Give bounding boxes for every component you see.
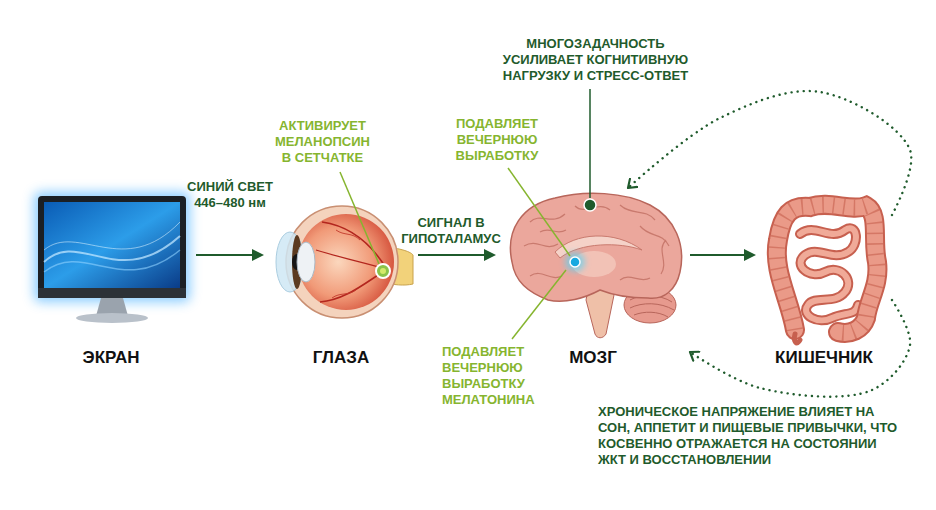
appendix (794, 334, 800, 343)
colon-haustra (777, 205, 878, 333)
callout-text: ПОДАВЛЯЕТ ВЕЧЕРНЮЮ ВЫРАБОТКУ (447, 116, 547, 164)
blood-vessel (316, 250, 386, 269)
node-label: КИШЕЧНИК (775, 348, 873, 368)
screen-wave (44, 236, 180, 262)
node-label: ЭКРАН (83, 348, 140, 368)
melanopsin-marker (376, 264, 390, 278)
brain-figure (510, 193, 681, 337)
monitor-base (76, 313, 148, 323)
cerebrum (510, 193, 681, 301)
eye-figure (276, 206, 413, 318)
feedback-arrow (690, 300, 910, 397)
leader-line (340, 172, 379, 264)
retina (298, 214, 394, 310)
monitor-frame (38, 196, 186, 298)
callout-text: ПОДАВЛЯЕТ ВЕЧЕРНЮЮ ВЫРАБОТКУ МЕЛАТОНИНА (442, 344, 542, 408)
flow-arrow (196, 254, 254, 256)
connector-group (196, 91, 911, 397)
edge-label: СИГНАЛ В ГИПОТАЛАМУС (395, 215, 507, 247)
lens (297, 242, 315, 282)
screen-wave (44, 222, 180, 250)
figure-node: МОЗГ (500, 192, 686, 370)
flow-arrow (418, 254, 486, 256)
small-intestine-fill (800, 228, 858, 320)
melanopsin-marker-core (380, 268, 386, 274)
callout-text: ХРОНИЧЕСКОЕ НАПРЯЖЕНИЕ ВЛИЯЕТ НА СОН, АП… (598, 404, 898, 468)
screen-wave (44, 250, 180, 272)
hypothalamus-marker (570, 257, 580, 267)
leader-line (512, 270, 566, 339)
feedback-arrow (628, 91, 911, 215)
leader-line (589, 89, 591, 198)
screen-glow (34, 192, 190, 302)
figure-node: КИШЕЧНИК (760, 185, 888, 370)
blood-vessel (336, 230, 360, 240)
monitor-chin (38, 288, 186, 298)
cortex-marker (584, 199, 596, 211)
leader-line (508, 168, 570, 256)
intestine-figure (777, 205, 878, 343)
callout-text: АКТИВИРУЕТ МЕЛАНОПСИН В СЕТЧАТКЕ (270, 118, 375, 166)
monitor-figure (34, 192, 190, 323)
figure-node: ЭКРАН (30, 188, 192, 370)
node-label: ГЛАЗА (313, 348, 369, 368)
edge-label: СИНИЙ СВЕТ 446–480 нм (180, 179, 280, 211)
brain-gyri (524, 205, 669, 280)
blood-vessel (322, 222, 386, 268)
hypothalamus-glow (565, 252, 585, 272)
figure-node: ГЛАЗА (268, 195, 414, 370)
colon (777, 205, 878, 333)
monitor-screen (44, 202, 180, 288)
sclera (286, 206, 398, 318)
colon-fill (777, 205, 878, 333)
callout-text: МНОГОЗАДАЧНОСТЬ УСИЛИВАЕТ КОГНИТИВНУЮ НА… (493, 36, 698, 84)
flow-arrow (690, 254, 746, 256)
node-label: МОЗГ (569, 348, 617, 368)
blood-vessel (332, 290, 356, 298)
small-intestine (800, 228, 858, 320)
